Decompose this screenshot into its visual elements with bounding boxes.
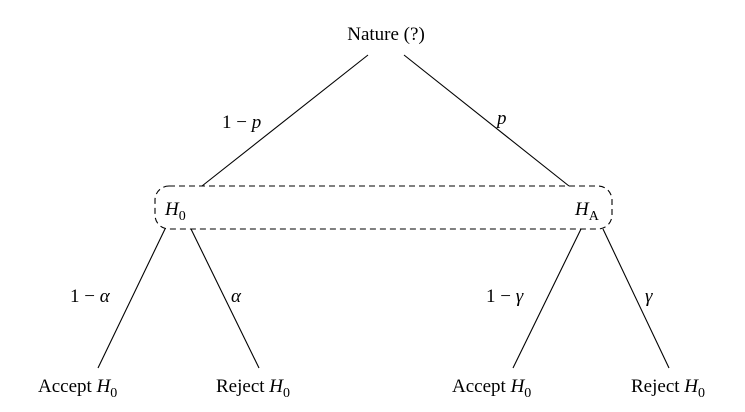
leaf-ha-accept-symbol: H [510,376,526,397]
leaf-h0-accept-subscript: 0 [110,386,117,401]
node-h0-symbol: H [164,199,180,220]
node-ha-symbol: H [574,199,590,220]
leaf-ha-reject-subscript: 0 [698,386,705,401]
leaf-h0-reject-subscript: 0 [283,386,290,401]
node-ha: HA [574,199,600,224]
edge-root-to-h0 [201,54,369,187]
node-h0-subscript: 0 [179,209,186,224]
leaf-h0-accept-text: Accept [38,376,97,397]
root-node-label: Nature (?) [347,24,425,45]
edge-label-root-to-ha: p [495,108,507,129]
edge-h0-to-accept [97,228,166,369]
edge-label-h0-accept: 1 − α [70,286,111,307]
edge-root-to-ha [403,54,570,187]
edge-label-h0-accept-var: α [100,286,111,307]
leaf-ha-accept-text: Accept [452,376,511,397]
edge-label-ha-accept: 1 − γ [486,286,524,307]
edge-label-root-to-ha-var: p [495,108,507,129]
edge-label-ha-accept-prefix: 1 − [486,286,516,307]
edge-label-root-to-h0-prefix: 1 − [222,112,252,133]
leaf-ha-accept-subscript: 0 [524,386,531,401]
leaf-h0-accept-symbol: H [96,376,112,397]
node-ha-subscript: A [589,209,600,224]
edge-label-h0-reject-var: α [231,286,242,307]
node-h0: H0 [164,199,186,224]
information-set [154,185,613,230]
edge-ha-to-accept [512,228,582,369]
edge-label-h0-accept-prefix: 1 − [70,286,100,307]
edge-label-root-to-h0-var: p [250,112,262,133]
edge-label-ha-accept-var: γ [516,286,524,307]
leaf-ha-reject-symbol: H [683,376,699,397]
leaf-h0-reject-symbol: H [268,376,284,397]
leaf-ha-reject-text: Reject [631,376,684,397]
edge-label-root-to-h0: 1 − p [222,112,261,133]
leaf-h0-reject-text: Reject [216,376,269,397]
edge-label-ha-reject-var: γ [645,286,653,307]
leaf-ha-reject: Reject H0 [631,376,705,401]
leaf-ha-accept: Accept H0 [452,376,531,401]
leaf-h0-accept: Accept H0 [38,376,117,401]
edge-h0-to-reject [190,228,260,369]
leaf-h0-reject: Reject H0 [216,376,290,401]
edge-ha-to-reject [602,228,670,369]
edge-label-ha-reject: γ [645,286,653,307]
edge-label-h0-reject: α [231,286,242,307]
